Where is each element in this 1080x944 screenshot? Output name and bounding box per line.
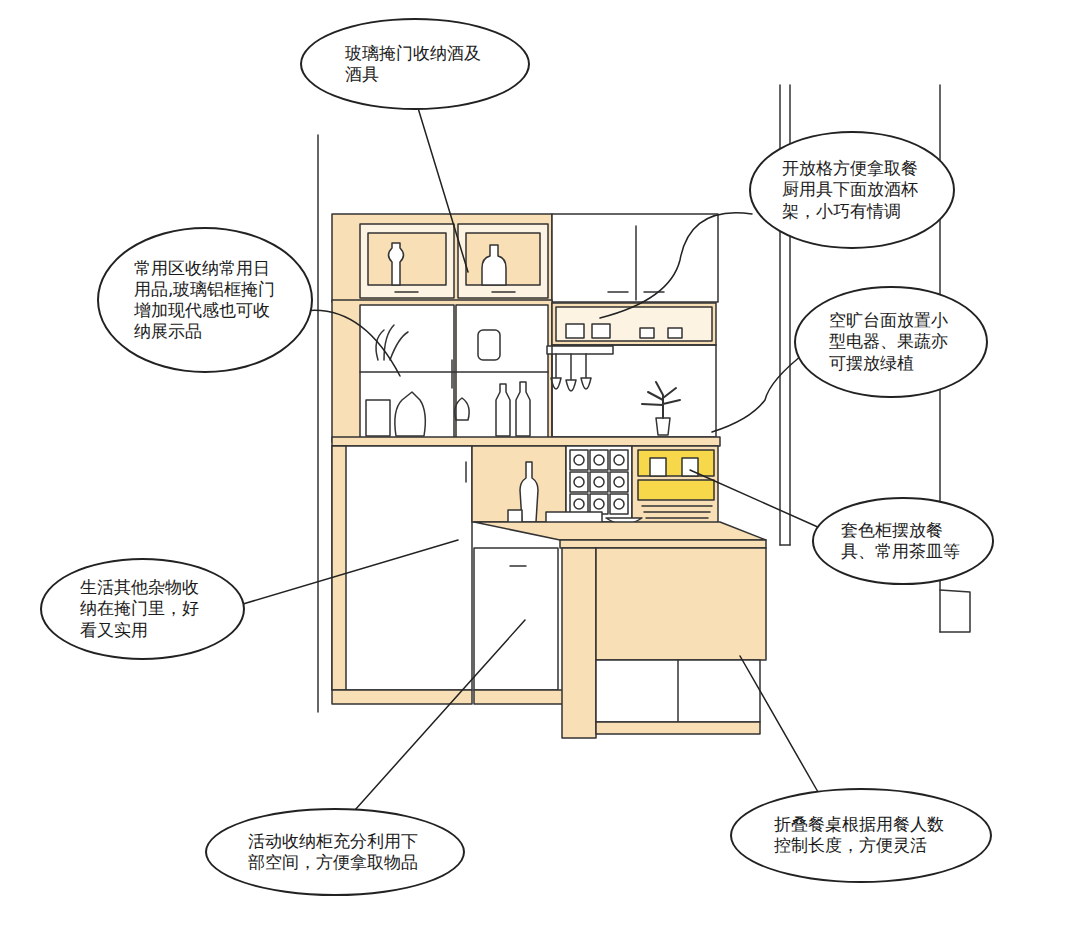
handle <box>395 291 418 293</box>
leader-line <box>740 656 818 792</box>
table-leg-panel <box>562 548 596 738</box>
ornament <box>455 398 469 420</box>
side-panel <box>332 446 346 690</box>
cup <box>566 324 584 338</box>
speaker <box>478 330 500 360</box>
vase <box>395 392 425 436</box>
door-seam <box>677 660 679 722</box>
bottle <box>496 384 510 436</box>
leader-line <box>712 352 806 432</box>
plant <box>642 382 680 418</box>
leader-line <box>418 108 468 272</box>
shelf-back <box>556 307 712 341</box>
door-seam <box>635 226 637 300</box>
coral-ornament <box>376 325 408 360</box>
vase <box>366 400 390 436</box>
glass-door <box>360 224 454 298</box>
upper-cabinet <box>332 214 552 302</box>
leader-line <box>355 620 525 810</box>
cup <box>640 328 654 338</box>
callout-text: 生活其他杂物收纳在掩门里，好看又实用 <box>80 577 204 641</box>
open-shelf <box>552 303 716 345</box>
leader-line <box>243 540 458 604</box>
table-top <box>474 522 766 540</box>
callout-text: 折叠餐桌根据用餐人数控制长度，方便灵活 <box>774 814 948 857</box>
cup <box>592 324 610 338</box>
glass-door <box>458 224 548 298</box>
plinth <box>474 690 564 704</box>
handle <box>465 462 467 482</box>
handle <box>608 291 628 293</box>
glass-rack <box>547 346 613 354</box>
leader-line <box>600 213 752 318</box>
table-edge <box>560 540 766 548</box>
callout-ellipse <box>300 18 530 110</box>
leader-line <box>298 310 400 376</box>
plant-pot <box>656 418 670 435</box>
display-cabinet <box>332 300 552 442</box>
base-cabinet <box>596 660 760 722</box>
tea-cup <box>650 458 666 476</box>
counter <box>332 437 720 446</box>
plates <box>642 506 712 518</box>
handle <box>644 291 664 293</box>
cup <box>668 328 682 338</box>
storage-door <box>332 446 472 690</box>
glass-panel <box>368 233 446 285</box>
plinth <box>596 722 760 734</box>
wine-rack-cells <box>570 450 628 514</box>
yellow-cube <box>638 480 714 500</box>
wine-rack <box>566 446 632 522</box>
wine-glasses <box>551 354 591 391</box>
handle <box>492 291 515 293</box>
callout-text: 空旷台面放置小型电器、果蔬亦可摆放绿植 <box>829 310 953 374</box>
pillar-line <box>940 590 970 632</box>
backsplash <box>552 345 716 437</box>
callout-ellipse <box>97 227 313 373</box>
bottle <box>482 245 506 285</box>
bottle <box>389 243 404 285</box>
callout-text: 活动收纳柜充分利用下部空间，方便拿取物品 <box>248 831 422 874</box>
movable-cabinet <box>474 548 558 690</box>
bottle <box>516 382 530 436</box>
callout-text: 常用区收纳常用日用品,玻璃铝框掩门增加现代感也可收纳展示品 <box>134 258 276 343</box>
leader-lines <box>243 108 820 810</box>
folding-leaf <box>596 548 766 660</box>
leader-line <box>690 470 820 528</box>
pillar-line <box>780 544 790 546</box>
yellow-cube <box>638 450 714 476</box>
callout-text: 玻璃掩门收纳酒及酒具 <box>345 43 485 86</box>
callout-text: 套色柜摆放餐具、常用茶皿等 <box>841 520 965 563</box>
wall-line <box>317 135 319 712</box>
callout-ellipse <box>812 497 993 584</box>
shelf <box>360 371 548 373</box>
callout-text: 开放格方便拿取餐厨用具下面放酒杯架，小巧有情调 <box>782 158 922 222</box>
door-seam <box>451 360 453 388</box>
colour-cabinet <box>632 446 718 526</box>
upper-cabinet <box>552 214 718 302</box>
glass-panel <box>466 233 540 285</box>
handle <box>510 565 526 567</box>
